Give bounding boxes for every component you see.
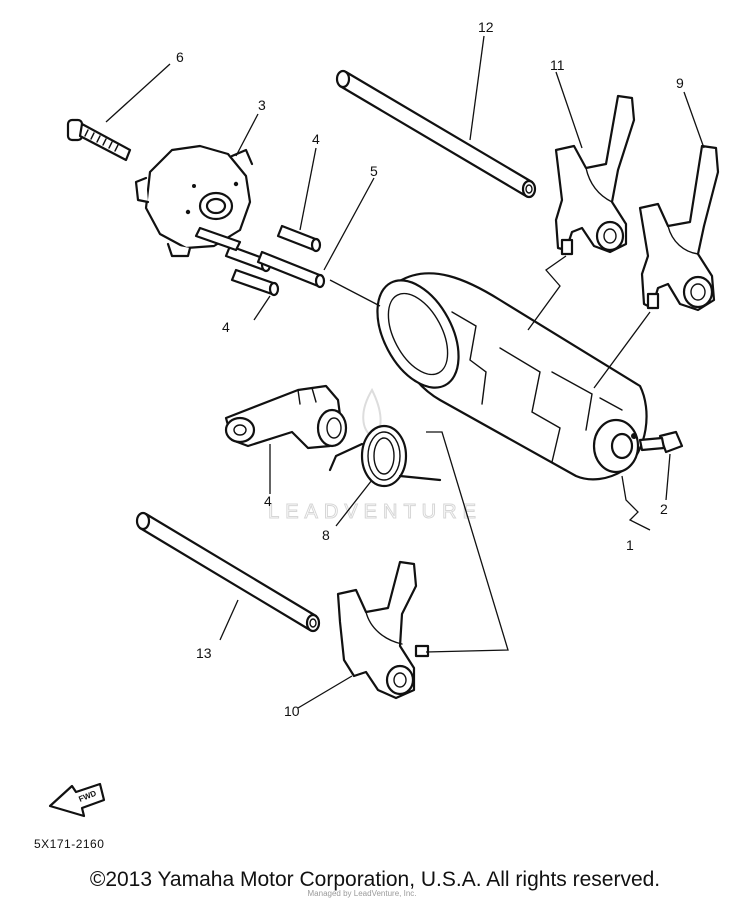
callout-1: 1 bbox=[626, 537, 634, 553]
part-11-shift-fork[interactable] bbox=[554, 94, 636, 256]
part-4-pins[interactable] bbox=[194, 224, 322, 297]
watermark-text: LEADVENTURE bbox=[268, 501, 482, 523]
part-10-shift-fork[interactable] bbox=[336, 560, 430, 700]
callout-9: 9 bbox=[676, 75, 684, 91]
callout-4-bottom: 4 bbox=[222, 319, 230, 335]
part-3-segment[interactable] bbox=[134, 144, 254, 258]
watermark-credit: Managed by LeadVenture, Inc. bbox=[308, 889, 417, 898]
callout-10: 10 bbox=[284, 703, 300, 719]
part-8-torsion-spring[interactable] bbox=[328, 424, 442, 488]
part-9-shift-fork[interactable] bbox=[638, 144, 720, 312]
part-13-shift-fork-shaft[interactable] bbox=[135, 511, 321, 633]
part-5-long-pin[interactable] bbox=[256, 250, 326, 289]
part-2-screw[interactable] bbox=[638, 430, 684, 454]
part-12-shift-fork-shaft[interactable] bbox=[335, 69, 537, 199]
callout-8: 8 bbox=[322, 527, 330, 543]
leader-lines bbox=[105, 35, 705, 709]
callout-13: 13 bbox=[196, 645, 212, 661]
callout-2: 2 bbox=[660, 501, 668, 517]
callout-3: 3 bbox=[258, 97, 266, 113]
fwd-arrow-icon: FWD bbox=[48, 782, 106, 818]
callout-7: 4 bbox=[264, 493, 272, 509]
part-6-bolt[interactable] bbox=[66, 118, 132, 162]
callout-5: 5 bbox=[370, 163, 378, 179]
callout-11: 11 bbox=[550, 57, 565, 73]
callout-6: 6 bbox=[176, 49, 184, 65]
copyright-notice: ©2013 Yamaha Motor Corporation, U.S.A. A… bbox=[89, 868, 661, 891]
callout-12: 12 bbox=[478, 19, 494, 35]
diagram-code: 5X171-2160 bbox=[34, 837, 104, 851]
callout-4-top: 4 bbox=[312, 131, 320, 147]
shift-drum-assembly[interactable] bbox=[361, 267, 648, 481]
part-7-stopper-lever[interactable] bbox=[224, 384, 348, 450]
